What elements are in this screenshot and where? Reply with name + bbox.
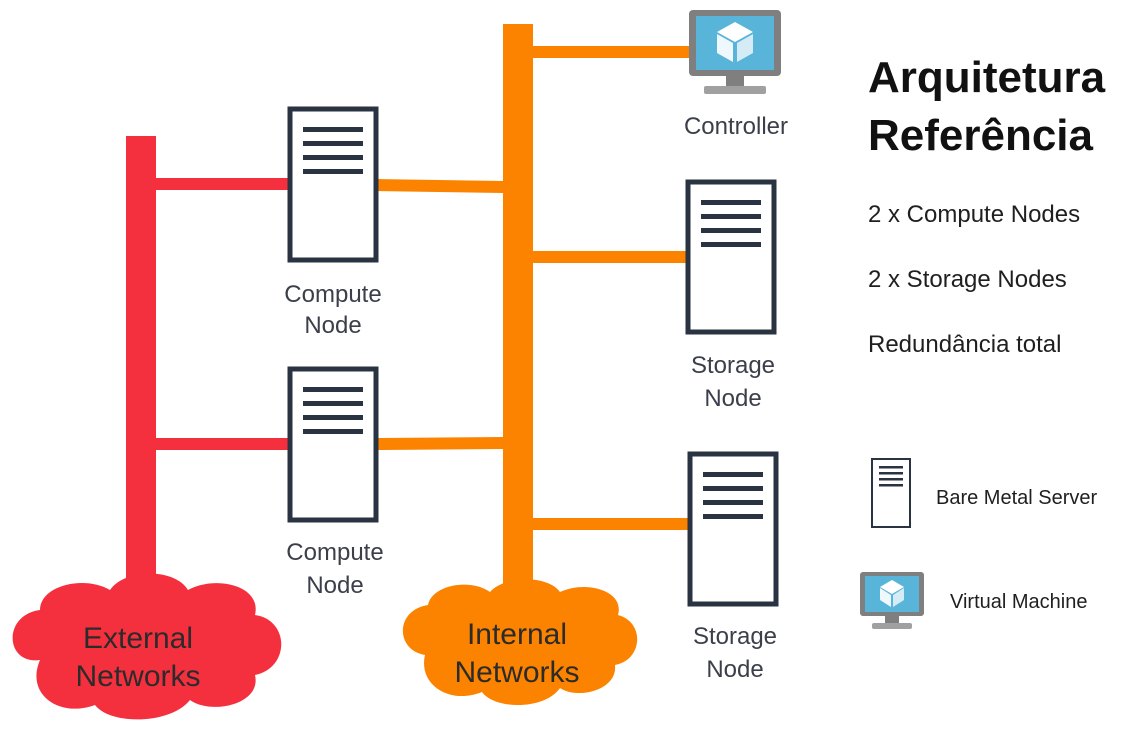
storage-node-1: Storage Node bbox=[685, 179, 777, 412]
internal-network bbox=[376, 24, 693, 624]
compute-node-1-label-line1: Compute bbox=[284, 281, 381, 308]
server-icon bbox=[687, 451, 779, 607]
storage-node-1-label-line2: Node bbox=[704, 385, 761, 412]
internal-network-label-line1: Internal bbox=[467, 618, 567, 651]
info-redundancy: Redundância total bbox=[868, 331, 1061, 358]
external-link-compute-1 bbox=[156, 178, 290, 190]
external-network-cloud bbox=[12, 573, 282, 720]
internal-link-compute-1 bbox=[376, 179, 503, 193]
diagram-title-line1: Arquitetura bbox=[868, 53, 1106, 102]
compute-node-2-label-line2: Node bbox=[306, 572, 363, 599]
internal-network-bus bbox=[503, 24, 533, 624]
external-network-label-line1: External bbox=[83, 622, 193, 655]
controller-label: Controller bbox=[684, 113, 788, 140]
virtual-machine-icon bbox=[689, 10, 781, 94]
info-storage-count: 2 x Storage Nodes bbox=[868, 266, 1067, 293]
external-link-compute-2 bbox=[156, 438, 290, 450]
external-network-bus bbox=[126, 136, 156, 616]
legend-server-icon bbox=[871, 458, 911, 528]
compute-node-2-label-line1: Compute bbox=[286, 539, 383, 566]
server-icon bbox=[685, 179, 777, 335]
internal-link-compute-2 bbox=[376, 437, 503, 450]
compute-node-1: Compute Node bbox=[284, 106, 382, 339]
compute-node-2: Compute Node bbox=[286, 366, 384, 599]
storage-node-2-label-line2: Node bbox=[706, 656, 763, 683]
server-icon bbox=[287, 106, 379, 263]
internal-network-label-line2: Networks bbox=[454, 656, 579, 689]
external-network bbox=[126, 136, 290, 616]
controller-node: Controller bbox=[684, 10, 788, 140]
internal-link-storage-1 bbox=[533, 251, 688, 263]
server-icon bbox=[287, 366, 379, 523]
legend: Bare Metal Server Virtual Machine bbox=[860, 458, 1098, 629]
legend-server-label: Bare Metal Server bbox=[936, 487, 1098, 509]
storage-node-1-label-line1: Storage bbox=[691, 352, 775, 379]
storage-node-2: Storage Node bbox=[687, 451, 779, 683]
internal-link-controller bbox=[533, 46, 693, 58]
compute-node-1-label-line2: Node bbox=[304, 312, 361, 339]
internal-link-storage-2 bbox=[533, 518, 688, 530]
info-compute-count: 2 x Compute Nodes bbox=[868, 201, 1080, 228]
external-network-label-line2: Networks bbox=[75, 660, 200, 693]
legend-virtual-machine-icon bbox=[860, 572, 924, 629]
legend-vm-label: Virtual Machine bbox=[950, 591, 1087, 613]
internal-network-cloud bbox=[402, 579, 638, 706]
storage-node-2-label-line1: Storage bbox=[693, 623, 777, 650]
diagram-title-line2: Referência bbox=[868, 111, 1094, 160]
